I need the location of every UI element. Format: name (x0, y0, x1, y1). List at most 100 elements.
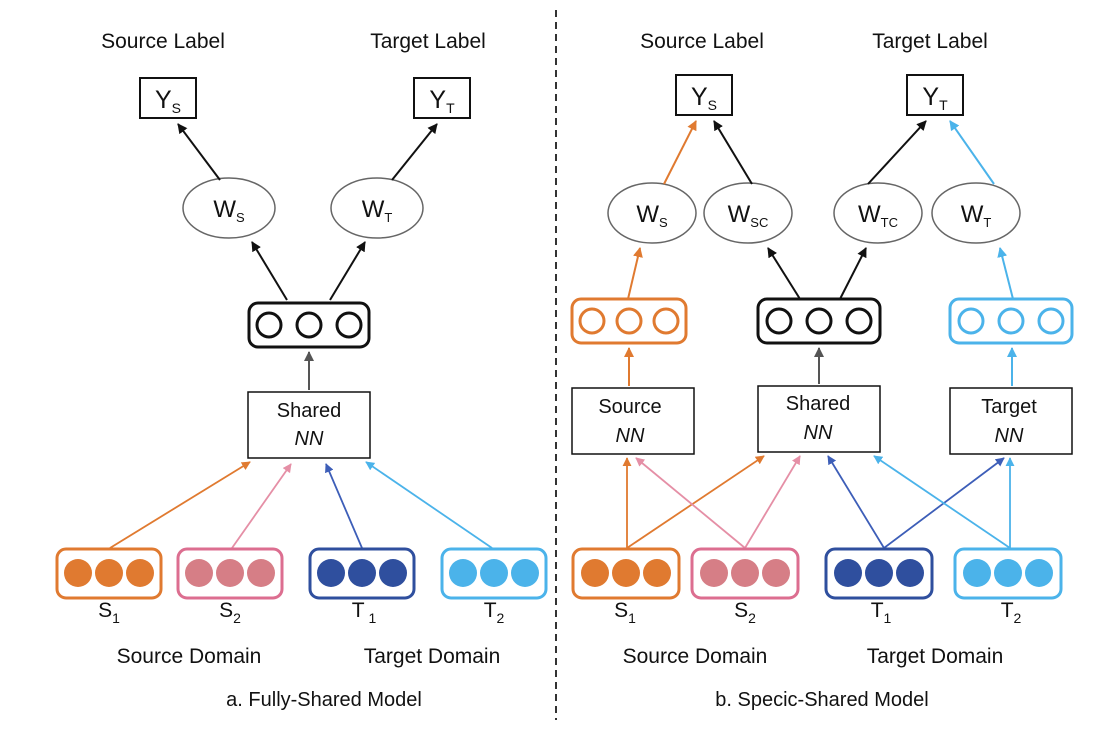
a-yt-sub: T (446, 100, 455, 116)
panel-a: Source Label Target Label YS YT WS WT (55, 30, 548, 711)
b-wtc-sub: TC (881, 215, 898, 230)
b-ys-box: YS (675, 74, 733, 116)
svg-text:WS: WS (213, 196, 245, 225)
b-target-line2: NN (995, 425, 1024, 447)
a-ys-box: YS (139, 77, 197, 119)
b-wtc-main: W (858, 201, 881, 228)
b-shared-nn-box: Shared NN (757, 385, 881, 453)
b-target-line1: Target (981, 396, 1037, 418)
b-wsc-node: WSC (703, 182, 793, 244)
b-caption: b. Specic-Shared Model (715, 689, 928, 711)
svg-text:YS: YS (691, 83, 717, 113)
a-wt-node: WT (330, 177, 424, 239)
b-arrow-tgtvec-wt (997, 247, 1014, 300)
b-source-line1: Source (598, 396, 661, 418)
a-ys-main: Y (155, 86, 172, 114)
a-shared-line1: Shared (277, 400, 342, 422)
b-s2-vector (690, 547, 800, 600)
svg-text:WT: WT (961, 201, 992, 230)
a-shared-vector (247, 301, 371, 349)
b-yt-sub: T (939, 97, 948, 113)
a-s1-label: S1 (98, 599, 120, 626)
a-arrow-vec-wt (329, 241, 366, 301)
b-ys-sub: S (708, 97, 717, 113)
a-source-domain: Source Domain (117, 645, 262, 668)
svg-text:WSC: WSC (728, 201, 769, 230)
a-s2-vector (176, 547, 284, 600)
b-s2-label: S2 (734, 599, 756, 626)
b-arrow-t1-shnn (827, 455, 885, 549)
b-t1-vector (824, 547, 934, 600)
b-arrow-wsc-ys (713, 120, 753, 185)
b-arrow-ws-ys (663, 120, 697, 185)
b-source-domain: Source Domain (623, 645, 768, 668)
b-t1-label: T1 (871, 599, 892, 626)
a-target-domain: Target Domain (364, 645, 501, 668)
b-arrow-s1-shnn (626, 455, 765, 549)
a-t1-vector (308, 547, 416, 600)
b-ws-main: W (636, 201, 659, 228)
a-arrow-wt-yt (391, 123, 438, 181)
a-shared-line2: NN (295, 428, 324, 450)
b-arrow-srcvec-ws (627, 247, 643, 300)
b-target-nn-box: Target NN (949, 387, 1073, 455)
svg-text:WT: WT (362, 196, 393, 225)
b-ws-sub: S (659, 215, 668, 230)
svg-text:YT: YT (429, 86, 455, 116)
a-ws-sub: S (236, 210, 245, 225)
b-wsc-main: W (728, 201, 751, 228)
b-wt-node: WT (931, 182, 1021, 244)
b-yt-box: YT (906, 74, 964, 116)
b-yt-main: Y (922, 83, 939, 111)
b-wtc-node: WTC (833, 182, 923, 244)
svg-text:YS: YS (155, 86, 181, 116)
b-shared-vector (756, 297, 882, 345)
a-yt-box: YT (413, 77, 471, 119)
a-ys-sub: S (172, 100, 181, 116)
svg-text:WTC: WTC (858, 201, 898, 230)
a-t2-vector (440, 547, 548, 600)
a-arrow-s2-shared (231, 463, 292, 549)
a-ws-node: WS (182, 177, 276, 239)
b-wt-sub: T (983, 215, 991, 230)
b-source-line2: NN (616, 425, 645, 447)
b-arrow-s2-srcnn (635, 457, 746, 549)
a-arrow-t1-shared (325, 463, 363, 549)
b-arrow-wtc-yt (867, 120, 927, 185)
a-ws-main: W (213, 196, 236, 223)
a-wt-sub: T (384, 210, 392, 225)
b-s1-label: S1 (614, 599, 636, 626)
a-wt-main: W (362, 196, 385, 223)
a-arrow-t2-shared (365, 461, 493, 549)
b-shared-line1: Shared (786, 393, 851, 415)
b-arrow-shvec-wtc (839, 247, 867, 300)
b-arrow-s2-shnn (744, 455, 801, 549)
b-source-vector (570, 297, 688, 345)
b-source-label: Source Label (640, 30, 764, 53)
a-s2-label: S2 (219, 599, 241, 626)
a-yt-main: Y (429, 86, 446, 114)
b-wsc-sub: SC (750, 215, 768, 230)
a-s1-vector (55, 547, 163, 600)
b-arrow-t2-shnn (873, 455, 1011, 549)
b-t2-label: T2 (1001, 599, 1022, 626)
b-t2-vector (953, 547, 1063, 600)
a-shared-nn-box: Shared NN (247, 391, 371, 459)
b-wt-main: W (961, 201, 984, 228)
svg-text:WS: WS (636, 201, 668, 230)
b-ys-main: Y (691, 83, 708, 111)
svg-text:YT: YT (922, 83, 948, 113)
b-shared-line2: NN (804, 422, 833, 444)
a-t2-label: T2 (484, 599, 505, 626)
b-target-vector (948, 297, 1074, 345)
a-source-label: Source Label (101, 30, 225, 53)
a-arrow-s1-shared (109, 461, 251, 549)
b-source-nn-box: Source NN (571, 387, 695, 455)
a-target-label: Target Label (370, 30, 486, 53)
a-arrow-vec-ws (251, 241, 288, 301)
b-ws-node: WS (607, 182, 697, 244)
a-arrow-ws-ys (177, 123, 221, 181)
a-caption: a. Fully-Shared Model (226, 689, 422, 711)
